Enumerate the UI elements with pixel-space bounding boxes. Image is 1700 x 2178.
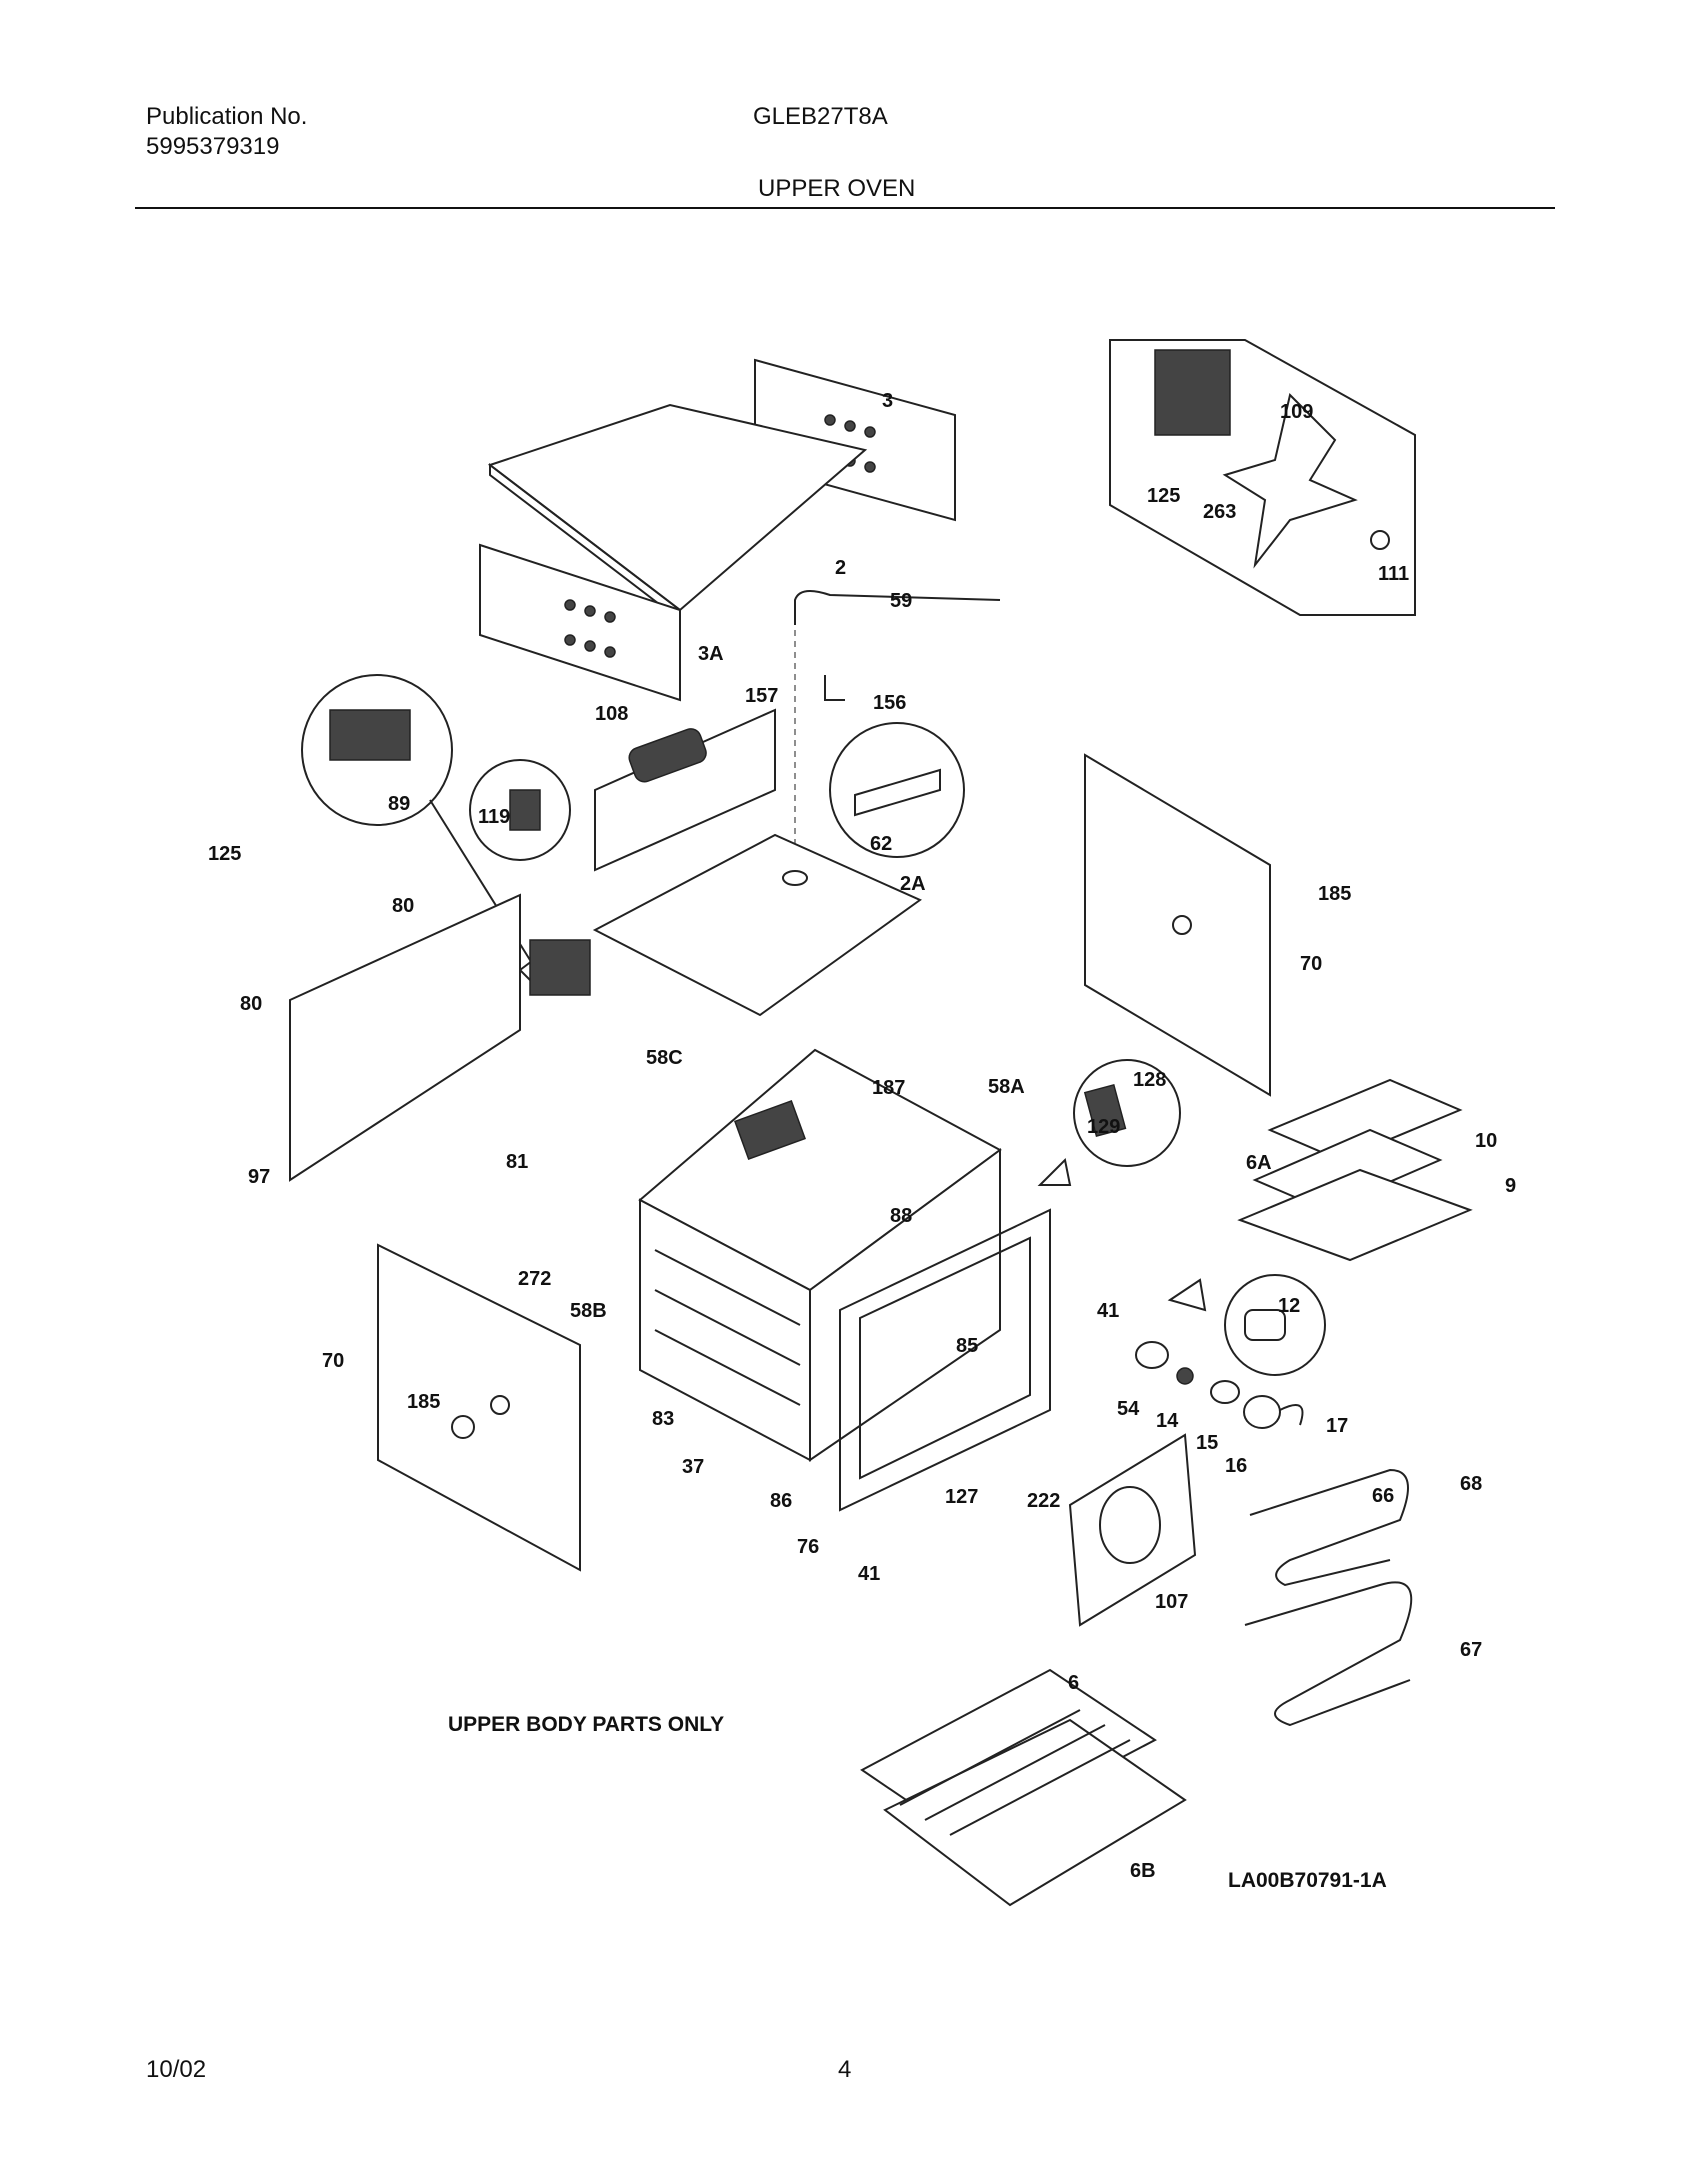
- model-number: GLEB27T8A: [753, 103, 888, 130]
- callout-86: 86: [770, 1490, 792, 1512]
- callout-16: 16: [1225, 1455, 1247, 1477]
- detail-circle-89: [301, 674, 542, 988]
- side-panel-3a-part: [479, 543, 681, 702]
- callout-70-left: 70: [322, 1350, 344, 1372]
- callout-37: 37: [682, 1456, 704, 1478]
- oven-light-parts: [1135, 1341, 1304, 1429]
- callout-58c: 58C: [646, 1047, 683, 1069]
- callout-15: 15: [1196, 1432, 1218, 1454]
- callout-88: 88: [890, 1205, 912, 1227]
- callout-3: 3: [882, 390, 893, 412]
- callout-129: 129: [1087, 1116, 1120, 1138]
- callout-59: 59: [890, 590, 912, 612]
- callout-58a: 58A: [988, 1076, 1025, 1098]
- callout-76: 76: [797, 1536, 819, 1558]
- callout-97: 97: [248, 1166, 270, 1188]
- vent-tube-part: [794, 590, 1001, 625]
- callout-83: 83: [652, 1408, 674, 1430]
- callout-labels: 3 2 3A 59 156 157 108 119 62 89 2A 125 8…: [208, 390, 1516, 1882]
- callout-41-upper: 41: [1097, 1300, 1119, 1322]
- callout-6a: 6A: [1246, 1152, 1272, 1174]
- page-number: 4: [838, 2056, 852, 2083]
- callout-111: 111: [1378, 563, 1409, 585]
- rear-panel-part: [1084, 753, 1271, 1097]
- callout-272: 272: [518, 1268, 551, 1290]
- callout-66: 66: [1372, 1485, 1394, 1507]
- callout-54: 54: [1117, 1398, 1140, 1420]
- callout-85: 85: [956, 1335, 978, 1357]
- callout-80-lower: 80: [240, 993, 262, 1015]
- callout-6b: 6B: [1130, 1860, 1156, 1882]
- callout-10: 10: [1475, 1130, 1497, 1152]
- fan-motor-inset: [1109, 339, 1416, 616]
- callout-68: 68: [1460, 1473, 1482, 1495]
- figure-code: LA00B70791-1A: [1228, 1869, 1387, 1892]
- callout-187: 187: [872, 1077, 905, 1099]
- detail-circle-12: [1167, 1274, 1326, 1376]
- footer-date: 10/02: [146, 2056, 207, 2083]
- callout-119: 119: [478, 806, 510, 828]
- callout-157: 157: [745, 685, 778, 707]
- cooling-fan-assembly-part: [594, 708, 776, 872]
- callout-125-inset: 125: [1147, 485, 1180, 507]
- callout-80-upper: 80: [392, 895, 414, 917]
- detail-circle-128: [1037, 1059, 1181, 1186]
- callout-185-left: 185: [407, 1391, 440, 1413]
- callout-9: 9: [1505, 1175, 1516, 1197]
- callout-6: 6: [1068, 1672, 1079, 1694]
- detail-circle-62: [829, 722, 965, 858]
- callout-2a: 2A: [900, 873, 926, 895]
- publication-label: Publication No.: [146, 103, 308, 130]
- broil-pan-part: [1237, 1078, 1473, 1262]
- callout-58b: 58B: [570, 1300, 607, 1322]
- convection-fan-cover-part: [1068, 1433, 1197, 1627]
- callout-125-left: 125: [208, 843, 241, 865]
- side-panel-70-part: [377, 1243, 581, 1572]
- callout-263: 263: [1203, 501, 1236, 523]
- callout-185-right: 185: [1318, 883, 1351, 905]
- publication-number: 5995379319: [146, 133, 280, 160]
- oven-rack-part: [860, 1668, 1187, 1907]
- callout-89: 89: [388, 793, 410, 815]
- oven-top-panel-part: [592, 833, 922, 1017]
- callout-3a: 3A: [698, 643, 724, 665]
- callout-222: 222: [1027, 1490, 1060, 1512]
- callout-17: 17: [1326, 1415, 1348, 1437]
- callout-67: 67: [1460, 1639, 1482, 1661]
- callout-2: 2: [835, 557, 846, 579]
- callout-12: 12: [1278, 1295, 1300, 1317]
- bracket-156-part: [824, 675, 845, 701]
- callout-62: 62: [870, 833, 892, 855]
- callout-128: 128: [1133, 1069, 1166, 1091]
- oven-front-frame-part: [839, 1208, 1051, 1512]
- callout-156: 156: [873, 692, 906, 714]
- callout-109: 109: [1280, 401, 1313, 423]
- upper-body-note: UPPER BODY PARTS ONLY: [448, 1713, 725, 1736]
- left-side-panel-part: [289, 893, 591, 1182]
- oven-cavity-part: [638, 1048, 1002, 1462]
- callout-41-lower: 41: [858, 1563, 880, 1585]
- callout-127: 127: [945, 1486, 978, 1508]
- callout-70-right: 70: [1300, 953, 1322, 975]
- callout-107: 107: [1155, 1591, 1188, 1613]
- detail-circle-119: [469, 759, 571, 861]
- callout-108: 108: [595, 703, 628, 725]
- callout-81: 81: [506, 1151, 528, 1173]
- section-title: UPPER OVEN: [758, 175, 916, 202]
- header-rule: [135, 207, 1555, 209]
- heating-elements-part: [1244, 1468, 1413, 1727]
- callout-14: 14: [1156, 1410, 1179, 1432]
